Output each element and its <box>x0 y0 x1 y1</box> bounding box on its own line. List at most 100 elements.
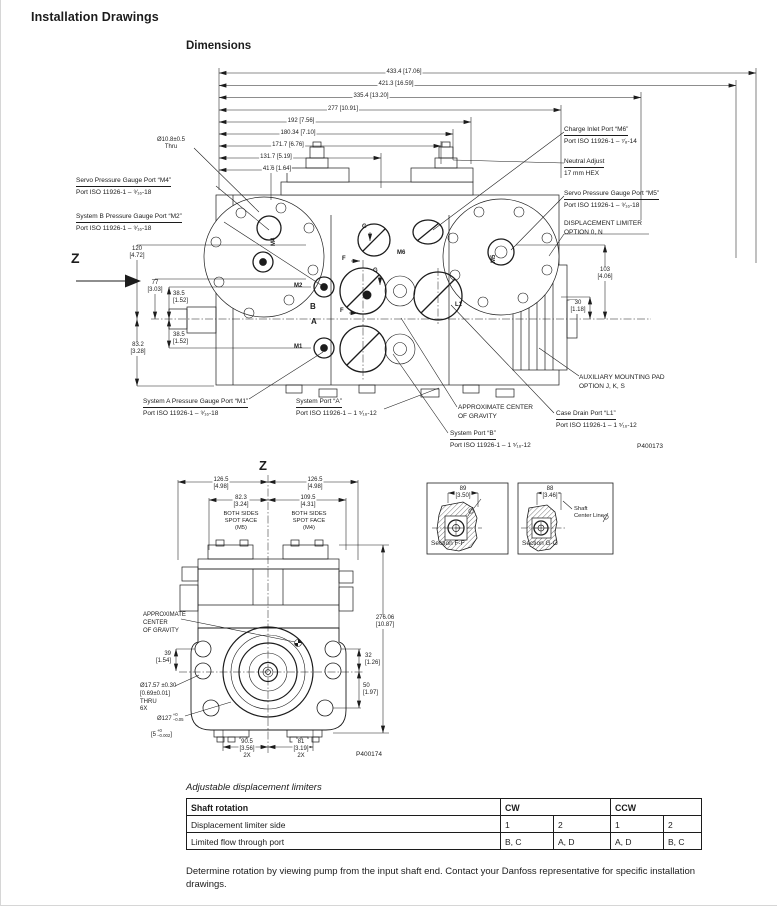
dim-103: 103 [4.06] <box>596 267 614 282</box>
footer-note: Determine rotation by viewing pump from … <box>186 866 696 891</box>
neutral-adjust-spec: 17 mm HEX <box>564 170 600 178</box>
port-label-m6-title: Charge Inlet Port “M6” <box>564 125 629 136</box>
callout-g-upper: G <box>362 224 367 230</box>
callout-m4-plate: M4 <box>271 237 277 246</box>
dim-32: 32 [1.26] <box>365 653 381 667</box>
centerline-symbol-icon <box>468 508 474 514</box>
port-label-m1-spec: Port ISO 11926-1 – ⁹⁄₁₆-18 <box>143 410 219 418</box>
table-header-shaft-rotation: Shaft rotation <box>186 798 501 816</box>
port-label-m2: System B Pressure Gauge Port “M2” Port I… <box>76 212 182 234</box>
cell: B, C <box>662 832 703 850</box>
port-label-b: System Port “B” Port ISO 11926-1 – 1 ⁵⁄₁… <box>450 429 531 451</box>
callout-m5-plate: M5 <box>491 254 497 263</box>
pilot-dia-inch-tolerance: +0 −0.002 <box>157 728 171 738</box>
cell: 2 <box>553 815 611 833</box>
neutral-adjust-title: Neutral Adjust <box>564 157 605 168</box>
spot-face-note-left: BOTH SIDES SPOT FACE (M5) <box>223 511 259 532</box>
cog-symbol <box>294 639 302 647</box>
figure-number-2: P400174 <box>356 751 383 758</box>
center-of-gravity-note: APPROXIMATE CENTER OF GRAVITY <box>458 404 534 421</box>
port-label-a: System Port “A” Port ISO 11926-1 – 1 ⁵⁄₁… <box>296 397 377 419</box>
page-title: Installation Drawings <box>31 10 159 24</box>
dim-276: 276.06 [10.87] <box>374 615 396 630</box>
thru-hole-note: Ø10.8±0.5 Thru <box>157 137 185 151</box>
section-gg-caption: Section G-G <box>522 540 558 547</box>
shaft-rotation-table: Shaft rotation CW CCW Displacement limit… <box>186 798 703 850</box>
dim-131: 131.7 [5.19] <box>259 153 293 161</box>
port-label-m5-spec: Port ISO 11926-1 – ⁹⁄₁₆-18 <box>564 202 640 210</box>
dim-50: 50 [1.97] <box>363 683 379 697</box>
pilot-dia-inch-close: ] <box>170 731 172 738</box>
table-header-row: Shaft rotation CW CCW <box>186 798 703 816</box>
callout-m1: M1 <box>294 344 303 350</box>
port-label-a-spec: Port ISO 11926-1 – 1 ⁵⁄₁₆-12 <box>296 410 377 418</box>
port-label-m4-title: Servo Pressure Gauge Port “M4” <box>76 176 172 187</box>
dim-39: 39 [1.54] <box>155 651 171 665</box>
pilot-dia-tolerance: +0 −0.05 <box>172 712 184 722</box>
port-label-b-title: System Port “B” <box>450 429 496 440</box>
row-label: Displacement limiter side <box>186 815 501 833</box>
port-label-m5-title: Servo Pressure Gauge Port “M5” <box>564 189 660 200</box>
dim-38-upper: 38.5 [1.52] <box>173 291 189 305</box>
section-gg-dim: 88 [3.46] <box>541 486 559 501</box>
aux-mounting-pad-note: AUXILIARY MOUNTING PAD OPTION J, K, S <box>579 374 665 391</box>
dim-192: 192 [7.56] <box>286 117 316 125</box>
pilot-dia-value: Ø127 <box>157 715 172 722</box>
port-label-l1: Case Drain Port “L1” Port ISO 11926-1 – … <box>556 409 637 431</box>
dim-38-lower: 38.5 [1.52] <box>173 332 189 346</box>
section-ff-dim: 89 [3.50] <box>454 486 472 501</box>
dim-421: 421.3 [16.59] <box>377 81 415 89</box>
dim-126-right: 126.5 [4.98] <box>306 477 324 492</box>
spot-face-note-right: BOTH SIDES SPOT FACE (M4) <box>291 511 327 532</box>
dim-77: 77 [3.03] <box>146 280 164 295</box>
callout-a: A <box>311 317 317 326</box>
port-label-m2-title: System B Pressure Gauge Port “M2” <box>76 212 182 223</box>
port-label-a-title: System Port “A” <box>296 397 342 408</box>
neutral-adjust-label: Neutral Adjust 17 mm HEX <box>564 157 605 179</box>
port-label-m1-title: System A Pressure Gauge Port “M1” <box>143 397 249 408</box>
table-header-cw: CW <box>500 798 611 816</box>
dim-81: 81 [3.19] 2X <box>292 739 310 761</box>
dim-335: 335.4 [13.20] <box>352 93 390 101</box>
dim-180: 180.34 [7.10] <box>279 129 317 137</box>
dim-82: 82.3 [3.24] <box>232 495 250 510</box>
centerline-symbol-icon <box>603 514 609 520</box>
port-label-l1-spec: Port ISO 11926-1 – 1 ⁵⁄₁₆-12 <box>556 422 637 430</box>
callout-f-lower: F <box>340 308 344 314</box>
hole-callout-note: Ø17.57 ±0.30 [0.69±0.01] THRU 6X <box>140 683 177 713</box>
dim-83: 83.2 [3.28] <box>129 342 147 357</box>
callout-b: B <box>310 302 316 311</box>
port-label-m4: Servo Pressure Gauge Port “M4” Port ISO … <box>76 176 172 198</box>
dim-109: 109.5 [4.31] <box>299 495 317 510</box>
cell: 2 <box>662 815 703 833</box>
callout-m6: M6 <box>397 250 406 256</box>
pilot-diameter-note: Ø127+0 −0.05 <box>157 712 184 724</box>
cell: 1 <box>500 815 554 833</box>
port-label-m5: Servo Pressure Gauge Port “M5” Port ISO … <box>564 189 660 211</box>
row-label: Limited flow through port <box>186 832 501 850</box>
shaft-center-line-note: Shaft Center Line <box>574 506 604 520</box>
section-ff-caption: Section F-F <box>431 540 465 547</box>
table-row: Displacement limiter side 1 2 1 2 <box>186 815 703 833</box>
pilot-diameter-note-inch: [5+0 −0.002] <box>151 728 172 740</box>
dim-120: 120 [4.72] <box>128 246 146 261</box>
dim-30: 30 [1.18] <box>569 300 587 315</box>
table-header-ccw: CCW <box>609 798 703 816</box>
table-caption: Adjustable displacement limiters <box>186 782 322 793</box>
dim-90: 90.5 [3.56] 2X <box>238 739 256 761</box>
figure-number-1: P400173 <box>637 443 664 450</box>
section-gg-box <box>517 482 614 555</box>
port-label-m6: Charge Inlet Port “M6” Port ISO 11926-1 … <box>564 125 637 147</box>
pump-side-view-drawing <box>76 68 757 434</box>
callout-f-upper: F <box>342 256 346 262</box>
cell: A, D <box>553 832 611 850</box>
port-label-m1: System A Pressure Gauge Port “M1” Port I… <box>143 397 249 419</box>
callout-g-lower: G <box>373 268 378 274</box>
dim-433: 433.4 [17.06] <box>385 68 423 76</box>
pump-end-view-drawing <box>173 475 614 755</box>
cell: 1 <box>610 815 664 833</box>
cell: B, C <box>500 832 554 850</box>
view-z-label-2: Z <box>259 458 267 473</box>
port-label-m6-spec: Port ISO 11926-1 – ⁷⁄₈-14 <box>564 138 637 146</box>
